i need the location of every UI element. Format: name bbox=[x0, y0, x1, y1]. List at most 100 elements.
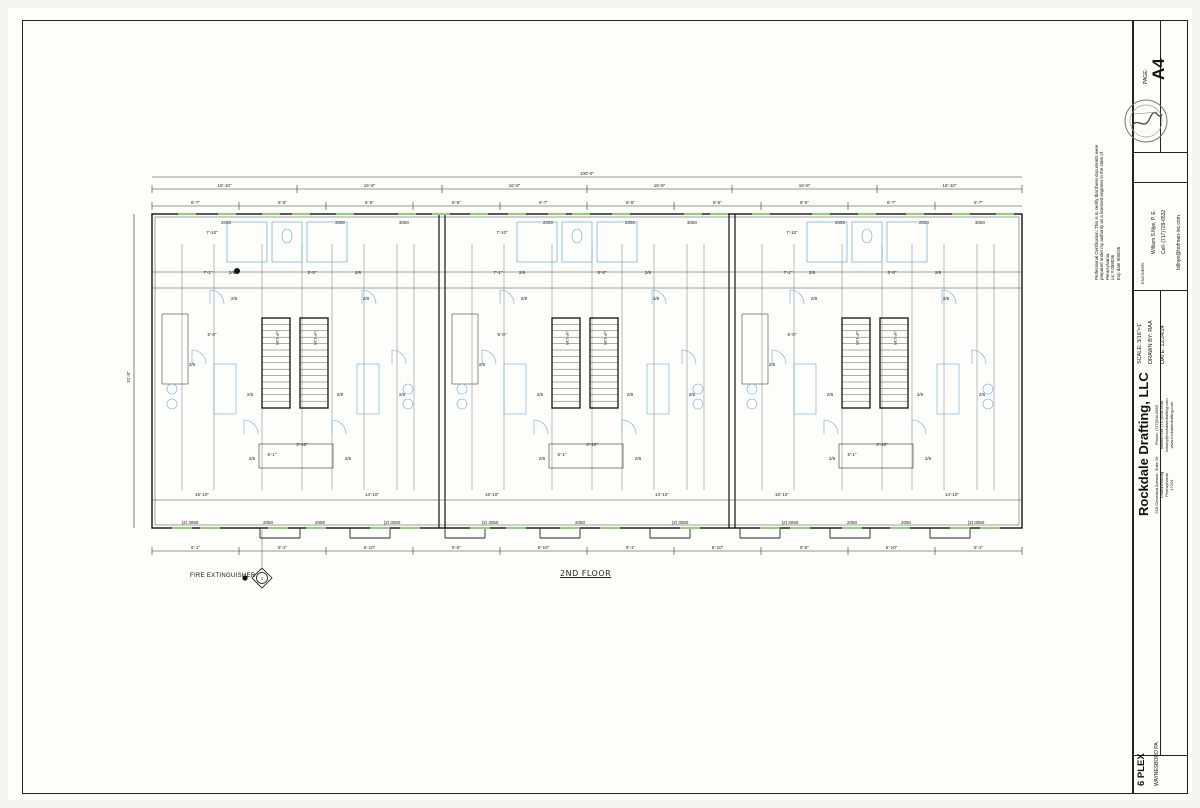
window-tag-label: 3050 bbox=[399, 220, 410, 225]
fire-extinguisher-label: FIRE EXTINGUISHER bbox=[190, 573, 256, 579]
exterior-wall bbox=[151, 213, 1023, 529]
room-dimension-label: 5'-5" bbox=[888, 270, 897, 275]
engineer-header: ENGINEER: bbox=[1140, 261, 1145, 284]
door-tag-label: 2/6 bbox=[189, 362, 196, 367]
stair-label: UP 13R bbox=[275, 331, 280, 345]
bottom-dimension-label: 8'-1" bbox=[278, 545, 287, 550]
washer bbox=[692, 383, 704, 395]
engineer-info: William S.Nye, P. E. Cell: (717)729-6532 bbox=[1151, 209, 1167, 254]
window-tag-label: 3050 bbox=[687, 220, 698, 225]
closet bbox=[161, 313, 189, 385]
window-tag-label: (2) 3050 bbox=[182, 520, 199, 525]
section-marker-circle bbox=[256, 572, 268, 584]
stair-landing bbox=[838, 443, 914, 469]
door-tag-label: 2/6 bbox=[355, 270, 362, 275]
door-swing bbox=[621, 419, 637, 435]
bathtub bbox=[306, 221, 348, 263]
stair-run bbox=[299, 317, 329, 409]
door-swing bbox=[331, 419, 347, 435]
door-swing bbox=[911, 419, 927, 435]
door-tag-label: 2/6 bbox=[979, 392, 986, 397]
door-tag-label: 2/6 bbox=[827, 392, 834, 397]
door-tag-label: 2/6 bbox=[519, 270, 526, 275]
door-swing bbox=[499, 289, 515, 305]
door-tag-label: 2/8 bbox=[943, 296, 950, 301]
sub-dimension-label: 8'-5" bbox=[626, 200, 635, 205]
door-tag-label: 2/6 bbox=[537, 392, 544, 397]
vanity bbox=[851, 221, 883, 263]
bottom-dimension-label: 5'-5" bbox=[800, 545, 809, 550]
window-tag-label: 2050 bbox=[263, 520, 274, 525]
bathtub bbox=[516, 221, 558, 263]
washer bbox=[166, 383, 178, 395]
sub-dimension-label: 8'-5" bbox=[452, 200, 461, 205]
door-swing bbox=[533, 419, 549, 435]
bottom-dimension-label: 6'-10" bbox=[886, 545, 898, 550]
page-number: A4 bbox=[1149, 58, 1168, 80]
door-swing bbox=[391, 349, 407, 365]
washer bbox=[402, 383, 414, 395]
door-tag-label: 2/6 bbox=[229, 270, 236, 275]
sub-dimension-label: 6'-7" bbox=[974, 200, 983, 205]
door-swing bbox=[941, 289, 957, 305]
vanity bbox=[561, 221, 593, 263]
stair-label: UP 13R bbox=[855, 331, 860, 345]
window-tag-label: 2050 bbox=[847, 520, 858, 525]
window-tag-label: (2) 3050 bbox=[482, 520, 499, 525]
laundry bbox=[793, 363, 817, 415]
door-tag-label: 2/6 bbox=[247, 392, 254, 397]
room-dimension-label: 7'-1" bbox=[494, 270, 503, 275]
door-tag-label: 2/6 bbox=[345, 456, 352, 461]
bathtub bbox=[886, 221, 928, 263]
bottom-dimension-label: 8'-1" bbox=[974, 545, 983, 550]
room-dimension-label: 5'-1" bbox=[558, 452, 567, 457]
door-tag-label: 2/6 bbox=[539, 456, 546, 461]
closet bbox=[741, 313, 769, 385]
stair-run bbox=[589, 317, 619, 409]
door-tag-label: 2/8 bbox=[917, 392, 924, 397]
door-tag-label: 2/6 bbox=[645, 270, 652, 275]
bathtub bbox=[596, 221, 638, 263]
room-dimension-label: 3'-10" bbox=[296, 442, 308, 447]
closet bbox=[451, 313, 479, 385]
top-dimension-label: 16'-10" bbox=[218, 183, 232, 188]
bottom-dimension-label: 6'-10" bbox=[712, 545, 724, 550]
washer bbox=[456, 383, 468, 395]
engineer-email: billnye@hofman-inc.com bbox=[1176, 215, 1182, 270]
door-tag-label: 2/6 bbox=[809, 270, 816, 275]
top-dimension-label: 16'-8" bbox=[509, 183, 521, 188]
door-swing bbox=[971, 349, 987, 365]
stair-landing bbox=[258, 443, 334, 469]
firm-address: 518 Cleveland Avenue, Suite 26 Chambersb… bbox=[1154, 456, 1174, 514]
top-dimension-label: 16'-8" bbox=[364, 183, 376, 188]
window-tag-label: (2) 3050 bbox=[968, 520, 985, 525]
room-dimension-label: 16'-10" bbox=[775, 492, 789, 497]
toilet bbox=[571, 228, 583, 244]
room-dimension-label: 7'-1" bbox=[784, 270, 793, 275]
washer bbox=[746, 383, 758, 395]
engineer-seal-icon bbox=[1124, 99, 1168, 143]
window-tag-label: 2050 bbox=[221, 220, 232, 225]
sub-dimension-label: 8'-5" bbox=[278, 200, 287, 205]
window-tag-label: (2) 3050 bbox=[782, 520, 799, 525]
bottom-dimension-label: 6'-10" bbox=[538, 545, 550, 550]
laundry bbox=[936, 363, 960, 415]
stair-label: UP 13R bbox=[893, 331, 898, 345]
drawn-by: DRAWN BY: RAA bbox=[1148, 320, 1154, 365]
room-dimension-label: 7'-10" bbox=[786, 230, 798, 235]
sub-dimension-label: 6'-7" bbox=[887, 200, 896, 205]
room-dimension-label: 7'-10" bbox=[496, 230, 508, 235]
toilet bbox=[861, 228, 873, 244]
door-tag-label: 2/6 bbox=[249, 456, 256, 461]
dryer bbox=[746, 398, 758, 410]
window-tag-label: (2) 3050 bbox=[672, 520, 689, 525]
door-swing bbox=[361, 289, 377, 305]
sub-dimension-label: 8'-5" bbox=[800, 200, 809, 205]
fire-extinguisher-tag: 1 bbox=[261, 576, 264, 581]
room-dimension-label: 14'-10" bbox=[365, 492, 379, 497]
stair-landing bbox=[548, 443, 624, 469]
section-marker-icon bbox=[251, 567, 273, 589]
certification-text: Professional Certification: This is to c… bbox=[1094, 144, 1121, 280]
room-dimension-label: 5'-5" bbox=[308, 270, 317, 275]
